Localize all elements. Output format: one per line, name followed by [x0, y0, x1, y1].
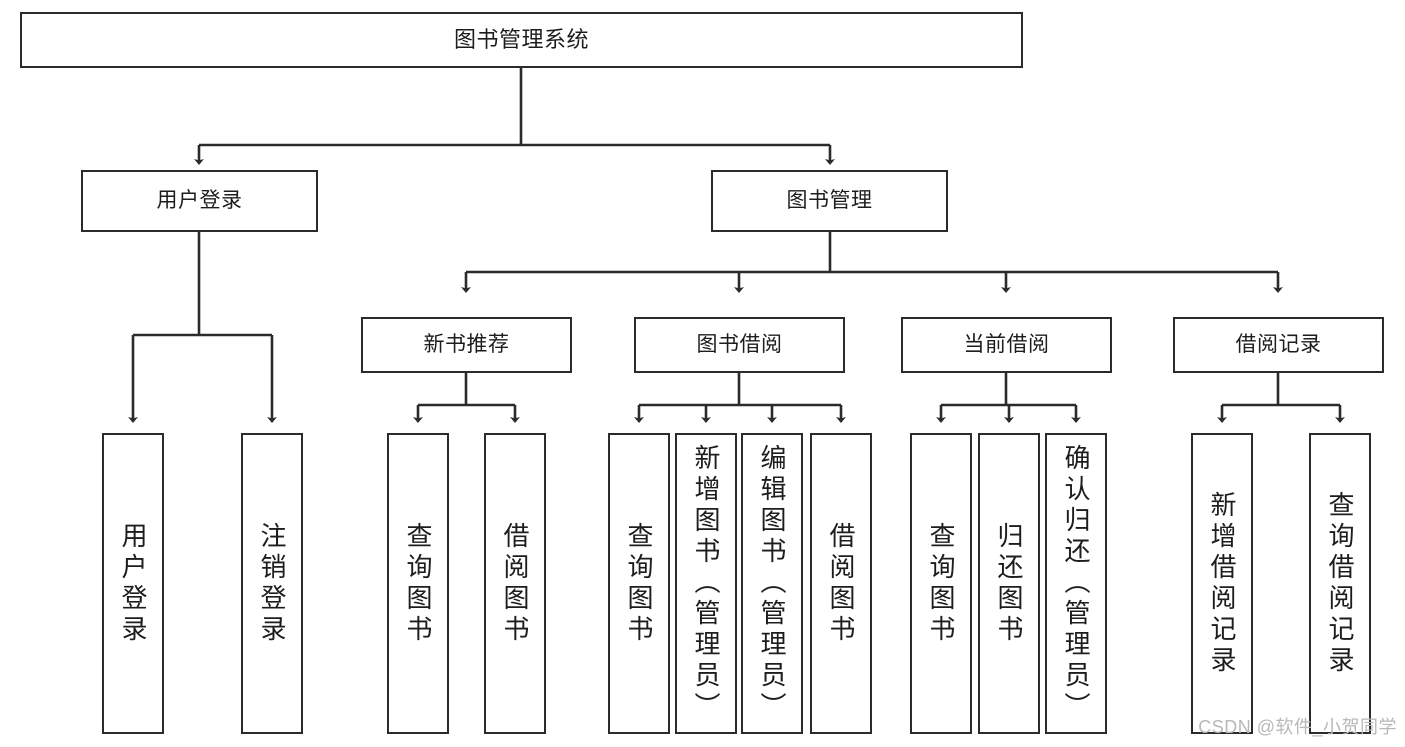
- node-user-login[interactable]: 用户登录: [81, 170, 318, 232]
- node-label: 图书管理系统: [453, 26, 589, 52]
- node-root-book-management-system[interactable]: 图书管理系统: [20, 12, 1023, 68]
- node-leaf-logout[interactable]: 注销登录: [241, 433, 303, 734]
- node-label: 图书管理: [786, 189, 873, 213]
- node-new-book-recommend[interactable]: 新书推荐: [361, 317, 572, 373]
- node-label: 图书借阅: [696, 333, 783, 357]
- node-leaf-query-book-recommend[interactable]: 查询图书: [387, 433, 449, 734]
- node-label: 查询图书: [403, 521, 433, 646]
- node-label: 新书推荐: [423, 333, 510, 357]
- node-label: 查询图书: [926, 521, 956, 646]
- node-label: 用户登录: [156, 189, 243, 213]
- node-label: 查询借阅记录: [1325, 490, 1355, 677]
- node-label: 归还图书: [994, 521, 1024, 646]
- node-borrow-records[interactable]: 借阅记录: [1173, 317, 1384, 373]
- node-leaf-add-borrow-record[interactable]: 新增借阅记录: [1191, 433, 1253, 734]
- node-leaf-query-borrow-record[interactable]: 查询借阅记录: [1309, 433, 1371, 734]
- node-leaf-return-book[interactable]: 归还图书: [978, 433, 1040, 734]
- node-leaf-borrow-book[interactable]: 借阅图书: [810, 433, 872, 734]
- node-leaf-edit-book-admin[interactable]: 编辑图书（管理员）: [741, 433, 803, 734]
- node-label: 借阅图书: [500, 521, 530, 646]
- node-label: 借阅记录: [1235, 333, 1322, 357]
- node-label: 注销登录: [257, 521, 287, 646]
- node-leaf-query-book-current[interactable]: 查询图书: [910, 433, 972, 734]
- node-label: 用户登录: [118, 521, 148, 646]
- node-label: 确认归还（管理员）: [1061, 444, 1091, 723]
- node-label: 新增图书（管理员）: [691, 444, 721, 723]
- node-label: 当前借阅: [963, 333, 1050, 357]
- node-leaf-borrow-book-recommend[interactable]: 借阅图书: [484, 433, 546, 734]
- watermark-text: CSDN @软件_小贺同学: [1198, 717, 1397, 737]
- node-leaf-query-book[interactable]: 查询图书: [608, 433, 670, 734]
- node-book-borrow[interactable]: 图书借阅: [634, 317, 845, 373]
- node-leaf-confirm-return-admin[interactable]: 确认归还（管理员）: [1045, 433, 1107, 734]
- node-leaf-add-book-admin[interactable]: 新增图书（管理员）: [675, 433, 737, 734]
- node-leaf-user-login[interactable]: 用户登录: [102, 433, 164, 734]
- node-book-management[interactable]: 图书管理: [711, 170, 948, 232]
- node-label: 新增借阅记录: [1207, 490, 1237, 677]
- node-current-borrow[interactable]: 当前借阅: [901, 317, 1112, 373]
- node-label: 编辑图书（管理员）: [757, 444, 787, 723]
- node-label: 借阅图书: [826, 521, 856, 646]
- node-label: 查询图书: [624, 521, 654, 646]
